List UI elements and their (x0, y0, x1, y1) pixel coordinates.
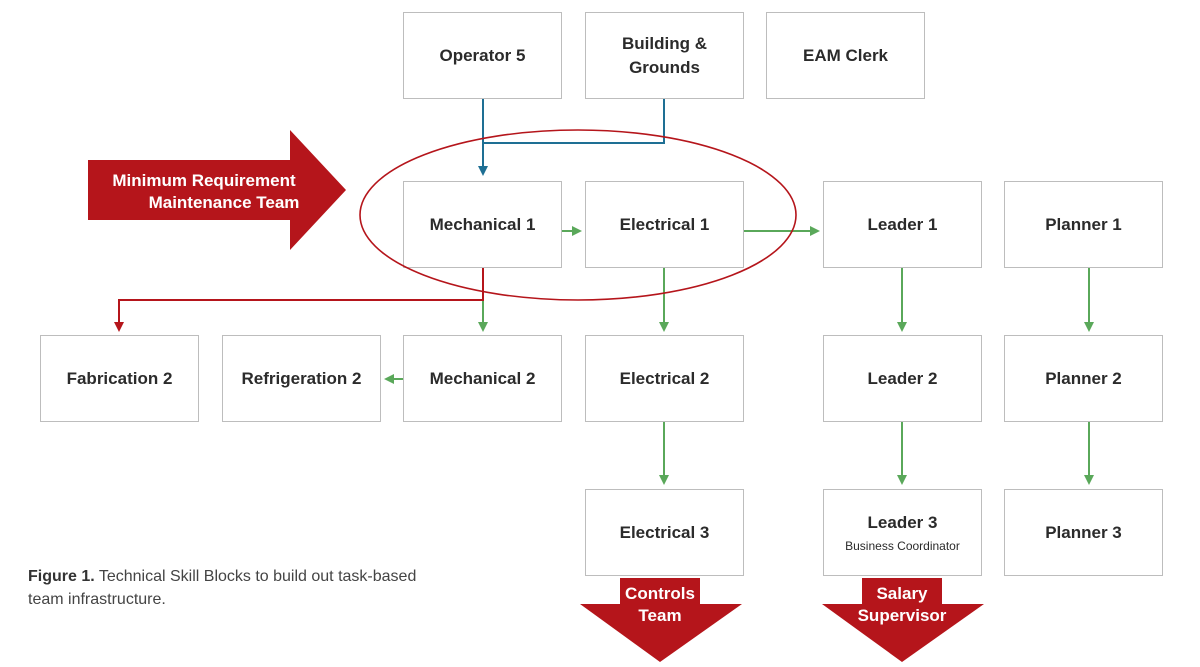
mechanical-2-box: Mechanical 2 (403, 335, 562, 422)
electrical-1-label: Electrical 1 (619, 214, 710, 234)
min-team-line2: Maintenance Team (148, 193, 300, 212)
leader-3-sublabel: Business Coordinator (845, 538, 960, 553)
leader-2-label: Leader 2 (867, 368, 938, 388)
planner-2-label: Planner 2 (1045, 368, 1122, 388)
salary-line1: Salary (876, 584, 928, 603)
planner-3-box: Planner 3 (1004, 489, 1163, 576)
salary-supervisor-callout: Salary Supervisor (842, 583, 962, 627)
electrical-2-label: Electrical 2 (619, 368, 710, 388)
operator-5-box: Operator 5 (403, 12, 562, 99)
controls-team-callout: Controls Team (600, 583, 720, 627)
controls-arrow-shape (580, 578, 742, 662)
planner-1-label: Planner 1 (1045, 214, 1122, 234)
electrical-1-box: Electrical 1 (585, 181, 744, 268)
leader-2-box: Leader 2 (823, 335, 982, 422)
electrical-2-box: Electrical 2 (585, 335, 744, 422)
planner-2-box: Planner 2 (1004, 335, 1163, 422)
fabrication-2-label: Fabrication 2 (66, 368, 173, 388)
leader-3-box: Leader 3 Business Coordinator (823, 489, 982, 576)
building-grounds-label: Building & Grounds (622, 33, 707, 77)
eam-clerk-label: EAM Clerk (802, 45, 889, 65)
refrigeration-2-label: Refrigeration 2 (241, 368, 362, 388)
caption-prefix: Figure 1. (28, 568, 95, 585)
min-team-callout: Minimum Requirement Maintenance Team (96, 170, 312, 214)
mech1-to-fab2-line (114, 268, 484, 332)
figure-caption: Figure 1. Technical Skill Blocks to buil… (28, 565, 428, 611)
controls-line2: Team (638, 606, 682, 625)
planner-3-label: Planner 3 (1045, 522, 1122, 542)
mechanical-1-box: Mechanical 1 (403, 181, 562, 268)
salary-arrow-shape (822, 578, 984, 662)
refrigeration-2-box: Refrigeration 2 (222, 335, 381, 422)
fabrication-2-box: Fabrication 2 (40, 335, 199, 422)
min-team-arrow-shape (88, 130, 346, 250)
eam-clerk-box: EAM Clerk (766, 12, 925, 99)
caption-text: Technical Skill Blocks to build out task… (28, 568, 417, 608)
electrical-3-label: Electrical 3 (619, 522, 710, 542)
salary-line2: Supervisor (857, 606, 947, 625)
controls-line1: Controls (625, 584, 695, 603)
leader-3-label: Leader 3 (867, 512, 938, 532)
min-team-line1: Minimum Requirement (112, 171, 296, 190)
building-to-mech1-line (483, 98, 665, 144)
building-grounds-box: Building & Grounds (585, 12, 744, 99)
leader-1-label: Leader 1 (867, 214, 938, 234)
operator-5-label: Operator 5 (439, 45, 526, 65)
leader-1-box: Leader 1 (823, 181, 982, 268)
electrical-3-box: Electrical 3 (585, 489, 744, 576)
planner-1-box: Planner 1 (1004, 181, 1163, 268)
mechanical-1-label: Mechanical 1 (429, 214, 536, 234)
mechanical-2-label: Mechanical 2 (429, 368, 536, 388)
